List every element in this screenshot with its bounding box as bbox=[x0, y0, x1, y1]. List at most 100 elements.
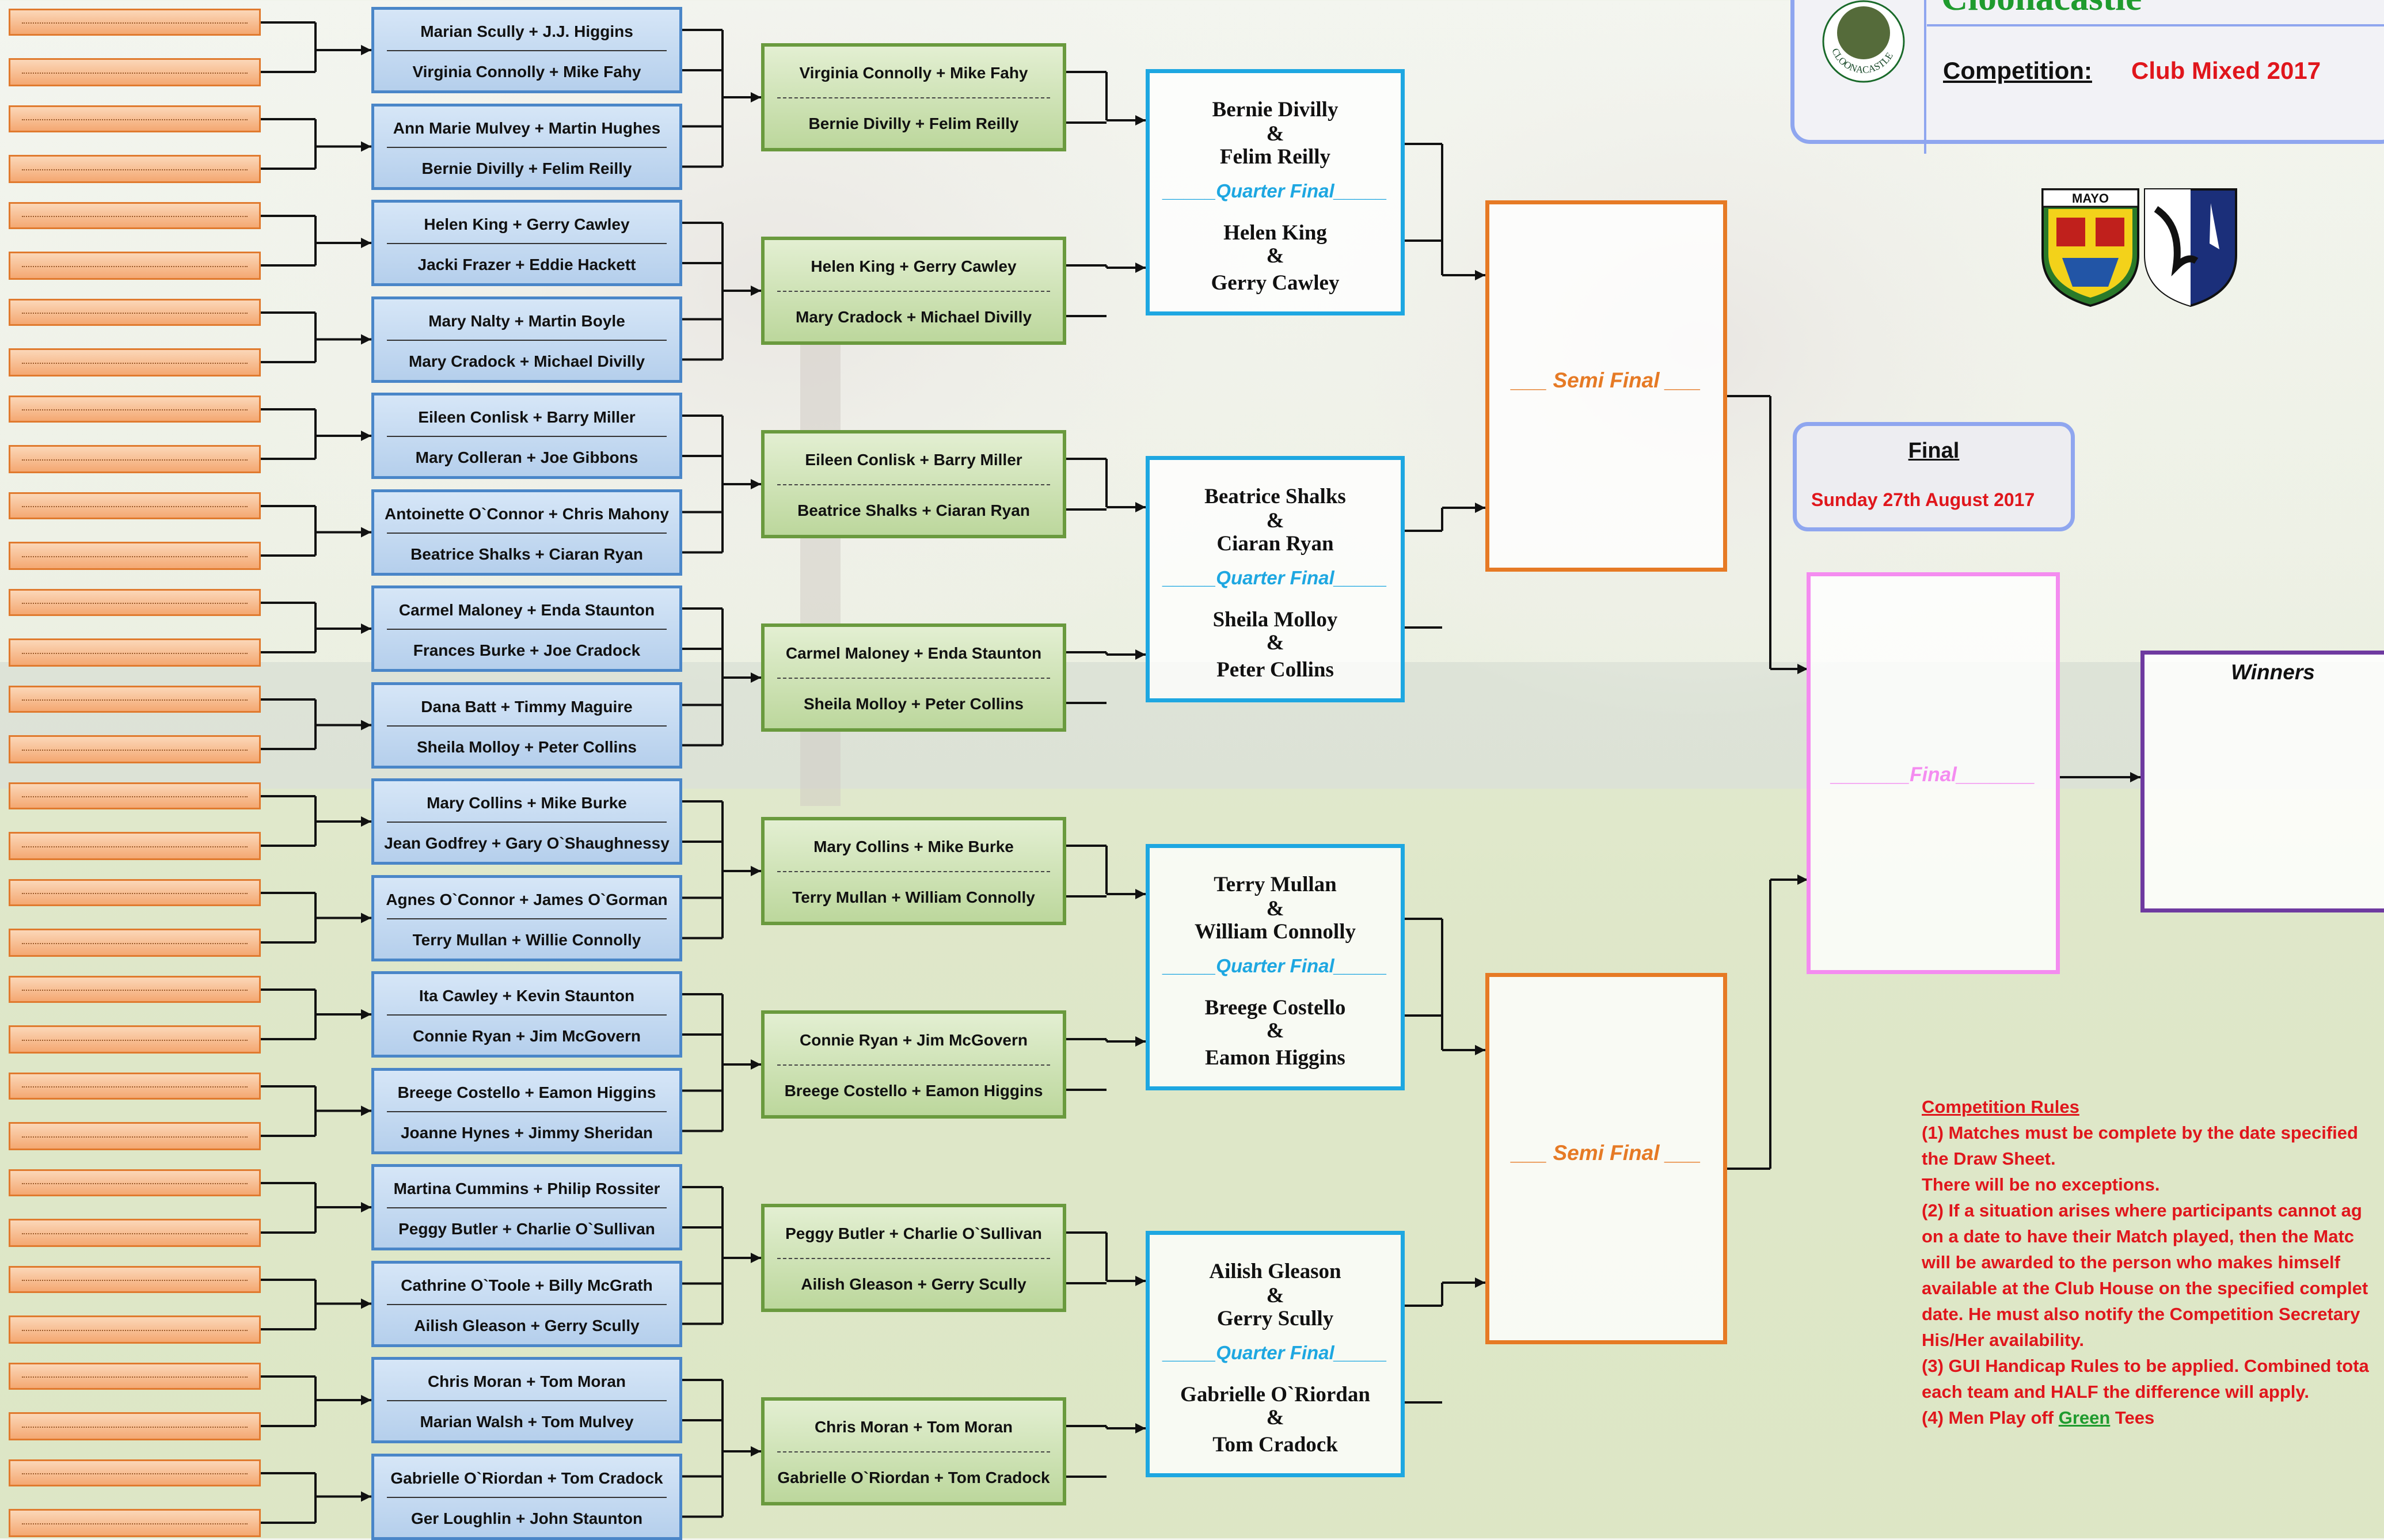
connector-arrow bbox=[361, 623, 371, 634]
entry-slot[interactable] bbox=[9, 1459, 261, 1486]
match-separator bbox=[387, 339, 667, 341]
entry-slot[interactable] bbox=[9, 735, 261, 763]
connector-arrow bbox=[751, 1253, 761, 1263]
entry-slot[interactable] bbox=[9, 1363, 261, 1390]
quarter-final-box[interactable]: Bernie Divilly&Felim Reilly_____Quarter … bbox=[1146, 69, 1405, 315]
match-separator bbox=[777, 484, 1050, 485]
round1-team-a: Martina Cummins + Philip Rossiter bbox=[393, 1180, 660, 1197]
connector-arrow bbox=[1797, 664, 1808, 674]
connector-arrow bbox=[1135, 1276, 1146, 1286]
entry-slot[interactable] bbox=[9, 299, 261, 326]
club-logo: CLOONACASTLE bbox=[1820, 0, 1907, 85]
connector-arrow bbox=[1135, 1036, 1146, 1047]
qf-team-b-player1: Gabrielle O`Riordan bbox=[1180, 1383, 1370, 1406]
round2-team-b: Sheila Molloy + Peter Collins bbox=[804, 695, 1024, 713]
connector-arrow bbox=[1135, 1423, 1146, 1433]
semi-final-box[interactable]: ___ Semi Final ___ bbox=[1485, 973, 1727, 1344]
winners-box[interactable]: Winners bbox=[2140, 651, 2384, 912]
entry-slot[interactable] bbox=[9, 105, 261, 132]
entry-slot[interactable] bbox=[9, 929, 261, 957]
entry-slot[interactable] bbox=[9, 879, 261, 906]
entry-slot[interactable] bbox=[9, 1219, 261, 1247]
quarter-final-box[interactable]: Beatrice Shalks&Ciaran Ryan_____Quarter … bbox=[1146, 456, 1405, 702]
entry-slot[interactable] bbox=[9, 1315, 261, 1344]
entry-slot[interactable] bbox=[9, 492, 261, 519]
round1-team-b: Virginia Connolly + Mike Fahy bbox=[412, 63, 641, 81]
entry-slot[interactable] bbox=[9, 1073, 261, 1100]
entry-slot[interactable] bbox=[9, 1266, 261, 1293]
connector-arrow bbox=[751, 866, 761, 876]
entry-slot[interactable] bbox=[9, 1122, 261, 1150]
entry-slot[interactable] bbox=[9, 1412, 261, 1440]
semi-final-box[interactable]: ___ Semi Final ___ bbox=[1485, 200, 1727, 572]
match-separator bbox=[387, 1014, 667, 1016]
entry-slot[interactable] bbox=[9, 976, 261, 1003]
entry-slot[interactable] bbox=[9, 832, 261, 860]
round2-team-b: Beatrice Shalks + Ciaran Ryan bbox=[797, 501, 1030, 519]
connector-arrow bbox=[1135, 889, 1146, 899]
round1-team-a: Mary Collins + Mike Burke bbox=[427, 794, 627, 812]
round1-team-b: Ailish Gleason + Gerry Scully bbox=[414, 1316, 640, 1334]
entry-slot[interactable] bbox=[9, 252, 261, 280]
entry-slot[interactable] bbox=[9, 155, 261, 183]
entry-slot[interactable] bbox=[9, 1025, 261, 1054]
entry-slot[interactable] bbox=[9, 1169, 261, 1196]
entry-slot[interactable] bbox=[9, 1509, 261, 1537]
entry-slot[interactable] bbox=[9, 782, 261, 809]
quarter-final-box[interactable]: Ailish Gleason&Gerry Scully_____Quarter … bbox=[1146, 1231, 1405, 1477]
qf-team-b-player2: Peter Collins bbox=[1216, 658, 1334, 682]
entry-slot[interactable] bbox=[9, 445, 261, 473]
header-panel: CLOONACASTLE Cloonacastle Competition: C… bbox=[1790, 0, 2384, 154]
entry-slot[interactable] bbox=[9, 202, 261, 229]
round1-team-b: Sheila Molloy + Peter Collins bbox=[417, 737, 637, 756]
entry-slot[interactable] bbox=[9, 9, 261, 36]
qf-team-a-amp: & bbox=[1266, 897, 1284, 921]
round1-team-b: Ger Loughlin + John Staunton bbox=[410, 1509, 643, 1527]
entry-slot-line bbox=[22, 1523, 248, 1524]
entry-slot[interactable] bbox=[9, 348, 261, 377]
entry-slot[interactable] bbox=[9, 58, 261, 86]
connector-arrow bbox=[361, 1105, 371, 1116]
final-box[interactable]: _______Final_______ bbox=[1807, 572, 2060, 974]
round1-team-a: Chris Moran + Tom Moran bbox=[427, 1372, 626, 1390]
connector-arrow bbox=[2130, 772, 2140, 782]
entry-slot[interactable] bbox=[9, 396, 261, 423]
connector-arrow bbox=[751, 672, 761, 683]
entry-slot[interactable] bbox=[9, 542, 261, 570]
entry-slot-line bbox=[22, 989, 248, 991]
connector-arrow bbox=[361, 1395, 371, 1405]
connector-arrow bbox=[1797, 874, 1808, 885]
round1-team-a: Marian Scully + J.J. Higgins bbox=[420, 22, 633, 40]
entry-slot[interactable] bbox=[9, 638, 261, 667]
rules-line: There will be no exceptions. bbox=[1922, 1174, 2160, 1195]
rules-line-4: (4) Men Play off Green Tees bbox=[1922, 1408, 2155, 1428]
entry-slot[interactable] bbox=[9, 589, 261, 616]
entry-slot[interactable] bbox=[9, 686, 261, 713]
round1-team-a: Gabrielle O`Riordan + Tom Cradock bbox=[390, 1469, 663, 1487]
quarter-final-box[interactable]: Terry Mullan&William Connolly_____Quarte… bbox=[1146, 844, 1405, 1090]
